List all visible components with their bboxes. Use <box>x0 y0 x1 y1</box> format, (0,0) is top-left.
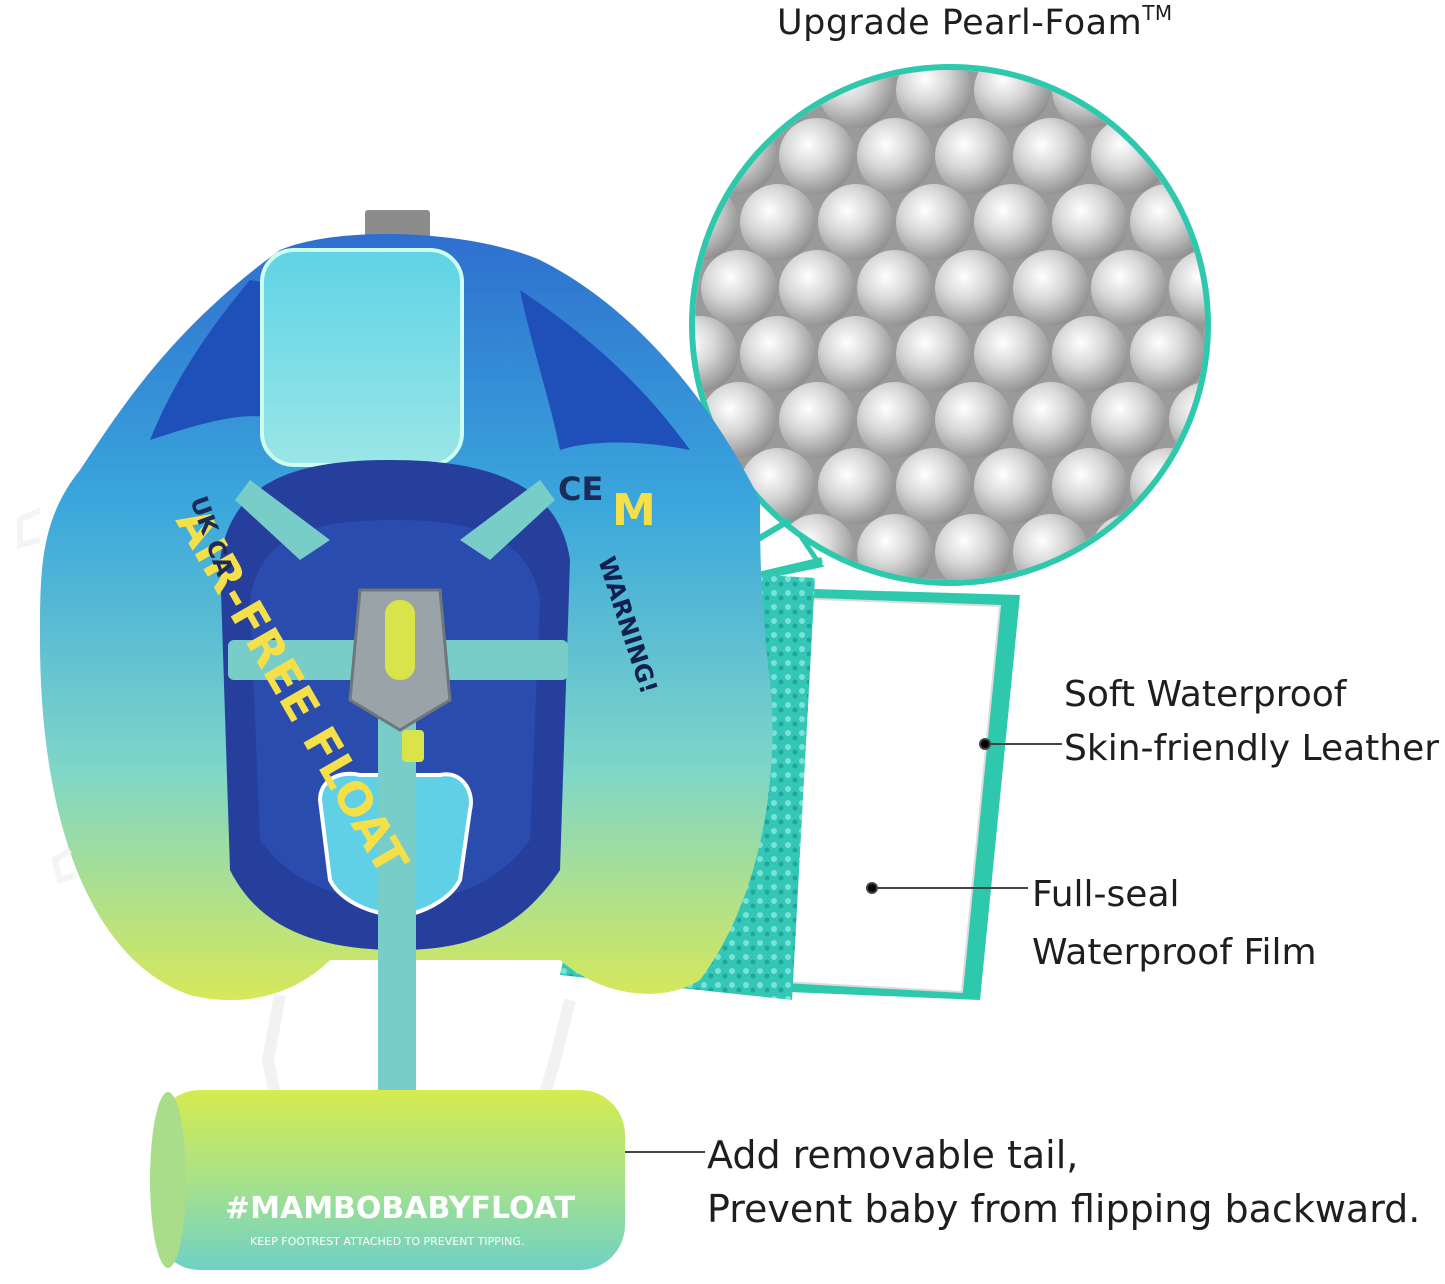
removable-tail: #MAMBOBABYFLOAT KEEP FOOTREST ATTACHED T… <box>150 1000 625 1270</box>
foam-bead <box>1208 448 1284 524</box>
foam-bead <box>857 118 933 194</box>
foam-bead <box>818 448 894 524</box>
foam-bead <box>1169 250 1205 326</box>
tail-brand: #MAMBOBABYFLOAT <box>225 1191 576 1226</box>
foam-bead <box>857 382 933 458</box>
leather-callout: Soft Waterproof Skin-friendly Leather <box>1064 668 1439 776</box>
foam-bead <box>1247 250 1323 326</box>
baby-float: AIR-FREE FLOAT UK CA CE M WARNING! <box>17 210 773 1112</box>
tail-note: KEEP FOOTREST ATTACHED TO PREVENT TIPPIN… <box>250 1235 524 1248</box>
foam-bead <box>1130 316 1205 392</box>
film-line1: Full-seal <box>1032 874 1180 915</box>
film-line2: Waterproof Film <box>1032 932 1317 973</box>
foam-bead <box>1130 70 1205 128</box>
foam-bead <box>1247 514 1323 590</box>
foam-bead <box>974 448 1050 524</box>
brand-partial: M <box>612 485 656 536</box>
foam-bead <box>740 70 816 128</box>
foam-bead <box>1091 382 1167 458</box>
trademark: TM <box>1142 1 1173 25</box>
foam-bead <box>1208 316 1284 392</box>
tail-line2: Prevent baby from flipping backward. <box>707 1187 1421 1231</box>
leather-line2: Skin-friendly Leather <box>1064 728 1440 769</box>
foam-bead <box>1247 382 1323 458</box>
foam-bead <box>896 70 972 128</box>
foam-bead <box>779 118 855 194</box>
foam-bead <box>896 448 972 524</box>
foam-bead <box>896 184 972 260</box>
foam-bead <box>1013 382 1089 458</box>
foam-bead <box>935 118 1011 194</box>
foam-bead <box>974 316 1050 392</box>
foam-bead <box>935 250 1011 326</box>
foam-bead <box>935 382 1011 458</box>
foam-bead <box>779 250 855 326</box>
foam-bead <box>1169 118 1205 194</box>
foam-bead <box>1208 580 1284 656</box>
foam-bead <box>1052 184 1128 260</box>
foam-bead <box>1052 580 1128 656</box>
foam-bead <box>701 250 777 326</box>
leather-line1: Soft Waterproof <box>1064 674 1347 715</box>
foam-bead <box>1169 514 1205 580</box>
foam-bead <box>857 250 933 326</box>
foam-bead <box>1091 514 1167 580</box>
foam-bead <box>740 184 816 260</box>
tail-line1: Add removable tail, <box>707 1133 1079 1177</box>
foam-bead <box>701 118 777 194</box>
foam-bead <box>740 316 816 392</box>
foam-bead <box>1247 118 1323 194</box>
foam-bead <box>1013 118 1089 194</box>
foam-bead <box>818 70 894 128</box>
foam-bead <box>1091 250 1167 326</box>
foam-bead <box>818 316 894 392</box>
foam-bead <box>1208 184 1284 260</box>
foam-bead <box>1052 448 1128 524</box>
foam-bead <box>695 316 738 392</box>
ce-mark: CE <box>558 470 603 508</box>
foam-bead <box>974 184 1050 260</box>
foam-bead <box>1091 118 1167 194</box>
foam-bead <box>779 382 855 458</box>
foam-bead <box>818 184 894 260</box>
foam-bead <box>974 70 1050 128</box>
foam-bead <box>1130 580 1206 656</box>
foam-bead <box>935 514 1011 580</box>
foam-bead <box>1208 52 1284 128</box>
foam-bead <box>695 70 738 128</box>
foam-title: Upgrade Pearl-FoamTM <box>777 1 1173 44</box>
foam-bead <box>896 316 972 392</box>
foam-bead <box>1013 250 1089 326</box>
film-callout: Full-seal Waterproof Film <box>1032 866 1317 982</box>
foam-bead <box>1052 316 1128 392</box>
tail-callout: Add removable tail, Prevent baby from fl… <box>707 1128 1420 1236</box>
pearl-foam-zoom <box>648 52 1323 656</box>
